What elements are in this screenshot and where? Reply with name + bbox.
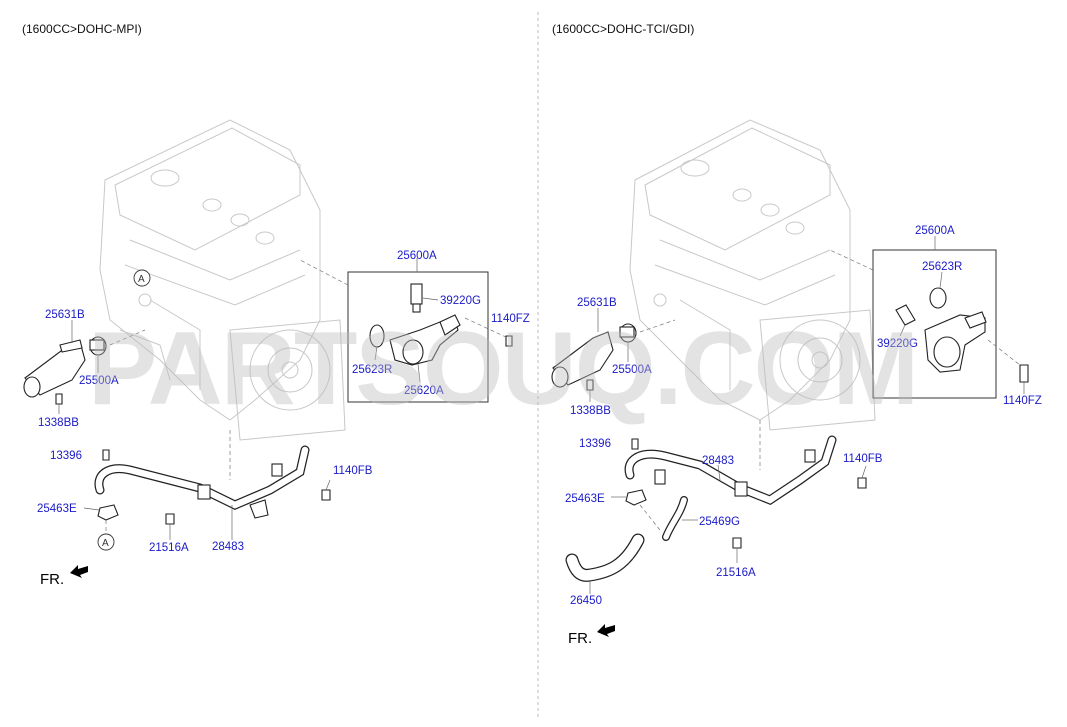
left-coolant-pipe (94, 445, 310, 540)
right-gasket-25623R (929, 287, 947, 309)
left-bolt-13396 (102, 449, 110, 461)
left-thermostat (89, 336, 107, 373)
pn-left-39220G[interactable]: 39220G (440, 295, 481, 307)
svg-text:FR.: FR. (568, 630, 592, 647)
left-bolt-1140FB (321, 479, 331, 501)
right-cap-25463E (611, 489, 647, 506)
left-bolt-21516A (165, 513, 175, 540)
right-temp-sensor (895, 304, 916, 337)
pn-left-25631B[interactable]: 25631B (45, 309, 85, 321)
left-bolt-1338BB (55, 393, 63, 414)
left-front-arrow: FR. (40, 565, 88, 588)
pn-left-21516A[interactable]: 21516A (149, 542, 189, 554)
pn-right-25463E[interactable]: 25463E (565, 493, 605, 505)
right-coolant-pipe (624, 435, 837, 506)
left-temp-sensor (410, 283, 439, 313)
watermark: PARTSOUQ.COM (88, 311, 917, 427)
right-bolt-1140FZ (987, 339, 1029, 394)
pn-right-25469G[interactable]: 25469G (699, 516, 740, 528)
right-hose-25469G (662, 496, 698, 541)
pn-right-25500A[interactable]: 25500A (612, 364, 652, 376)
right-water-fitting (551, 308, 614, 388)
pn-left-1140FZ[interactable]: 1140FZ (491, 313, 530, 325)
left-25600A-group-box (347, 271, 489, 403)
pn-right-1338BB[interactable]: 1338BB (570, 405, 611, 417)
pn-right-13396[interactable]: 13396 (579, 438, 611, 450)
pn-right-25631B[interactable]: 25631B (577, 297, 617, 309)
pn-left-25500A[interactable]: 25500A (79, 375, 119, 387)
pn-left-13396[interactable]: 13396 (50, 450, 82, 462)
pn-right-28483[interactable]: 28483 (702, 455, 734, 467)
pn-right-25623R[interactable]: 25623R (922, 261, 962, 273)
pn-right-1140FZ[interactable]: 1140FZ (1003, 395, 1042, 407)
pn-left-28483[interactable]: 28483 (212, 541, 244, 553)
pn-left-25600A[interactable]: 25600A (397, 250, 437, 262)
pn-left-25623R[interactable]: 25623R (352, 364, 392, 376)
pn-right-1140FB[interactable]: 1140FB (843, 453, 883, 465)
right-hose-26450 (565, 533, 645, 594)
left-variant-title: (1600CC>DOHC-MPI) (22, 22, 142, 36)
left-bolt-1140FZ (464, 317, 513, 347)
pn-right-21516A[interactable]: 21516A (716, 567, 756, 579)
pn-right-26450[interactable]: 26450 (570, 595, 602, 607)
left-water-fitting (23, 320, 86, 398)
pn-left-1140FB[interactable]: 1140FB (333, 465, 373, 477)
right-bolt-13396 (631, 438, 639, 450)
svg-text:A: A (102, 538, 109, 549)
left-ref-a-top: A (133, 269, 151, 287)
right-bolt-21516A (732, 537, 742, 563)
pn-left-25620A[interactable]: 25620A (404, 385, 444, 397)
right-thermostat-housing (924, 311, 987, 373)
right-variant-title: (1600CC>DOHC-TCI/GDI) (552, 22, 694, 36)
right-engine-block (629, 119, 876, 431)
left-engine-block (99, 119, 346, 441)
right-bolt-1140FB (857, 465, 867, 489)
right-bolt-1338BB (586, 379, 594, 402)
left-ref-a-bottom: A (97, 533, 115, 551)
pn-right-25600A[interactable]: 25600A (915, 225, 955, 237)
svg-text:FR.: FR. (40, 571, 64, 588)
pn-right-39220G[interactable]: 39220G (877, 338, 918, 350)
left-thermostat-housing (389, 314, 461, 383)
pn-left-25463E[interactable]: 25463E (37, 503, 77, 515)
left-cap-25463E (83, 504, 119, 521)
right-thermostat (619, 323, 637, 362)
svg-text:A: A (138, 274, 145, 285)
right-25600A-group-box (872, 249, 997, 399)
pn-left-1338BB[interactable]: 1338BB (38, 417, 79, 429)
right-front-arrow: FR. (568, 624, 615, 647)
